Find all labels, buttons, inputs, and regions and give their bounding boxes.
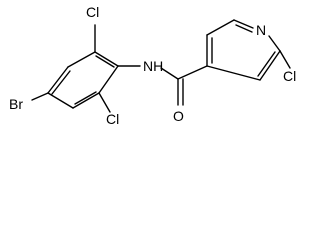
atom-br: Br	[9, 96, 23, 112]
atom-nh: NH	[143, 58, 163, 74]
molecule-diagram: Cl NH N Br Cl O Cl	[9, 4, 296, 127]
bond	[259, 50, 281, 81]
benzene-ring	[47, 51, 119, 109]
structure-svg: Cl NH N Br Cl O Cl	[9, 4, 296, 127]
bond	[98, 65, 119, 94]
bond	[47, 66, 69, 94]
bond	[233, 19, 254, 29]
bond-carbonyl-to-pyridine	[177, 65, 208, 80]
bond	[47, 92, 74, 109]
bond-to-br	[31, 92, 49, 101]
atom-cl-bottom: Cl	[106, 111, 119, 127]
atom-cl-pyridine: Cl	[283, 68, 296, 84]
bond	[94, 51, 119, 67]
bond-nh-to-carbonyl	[160, 67, 179, 80]
atom-o: O	[173, 108, 184, 124]
bond-to-cl-pyridine	[279, 50, 291, 69]
bond	[268, 35, 281, 52]
bond-to-cl-bottom	[98, 92, 111, 113]
bond	[72, 92, 100, 109]
double-bond-inner	[95, 55, 115, 68]
bond	[67, 51, 96, 68]
double-bond-inner	[74, 91, 97, 105]
atom-n-ring: N	[256, 22, 266, 38]
double-bond-inner	[51, 70, 71, 95]
atom-cl-top: Cl	[86, 4, 99, 20]
pyridine-ring	[206, 19, 281, 81]
double-bond-inner	[235, 24, 253, 33]
bond	[206, 65, 261, 81]
bond	[206, 19, 235, 36]
double-bond-inner	[257, 51, 276, 77]
